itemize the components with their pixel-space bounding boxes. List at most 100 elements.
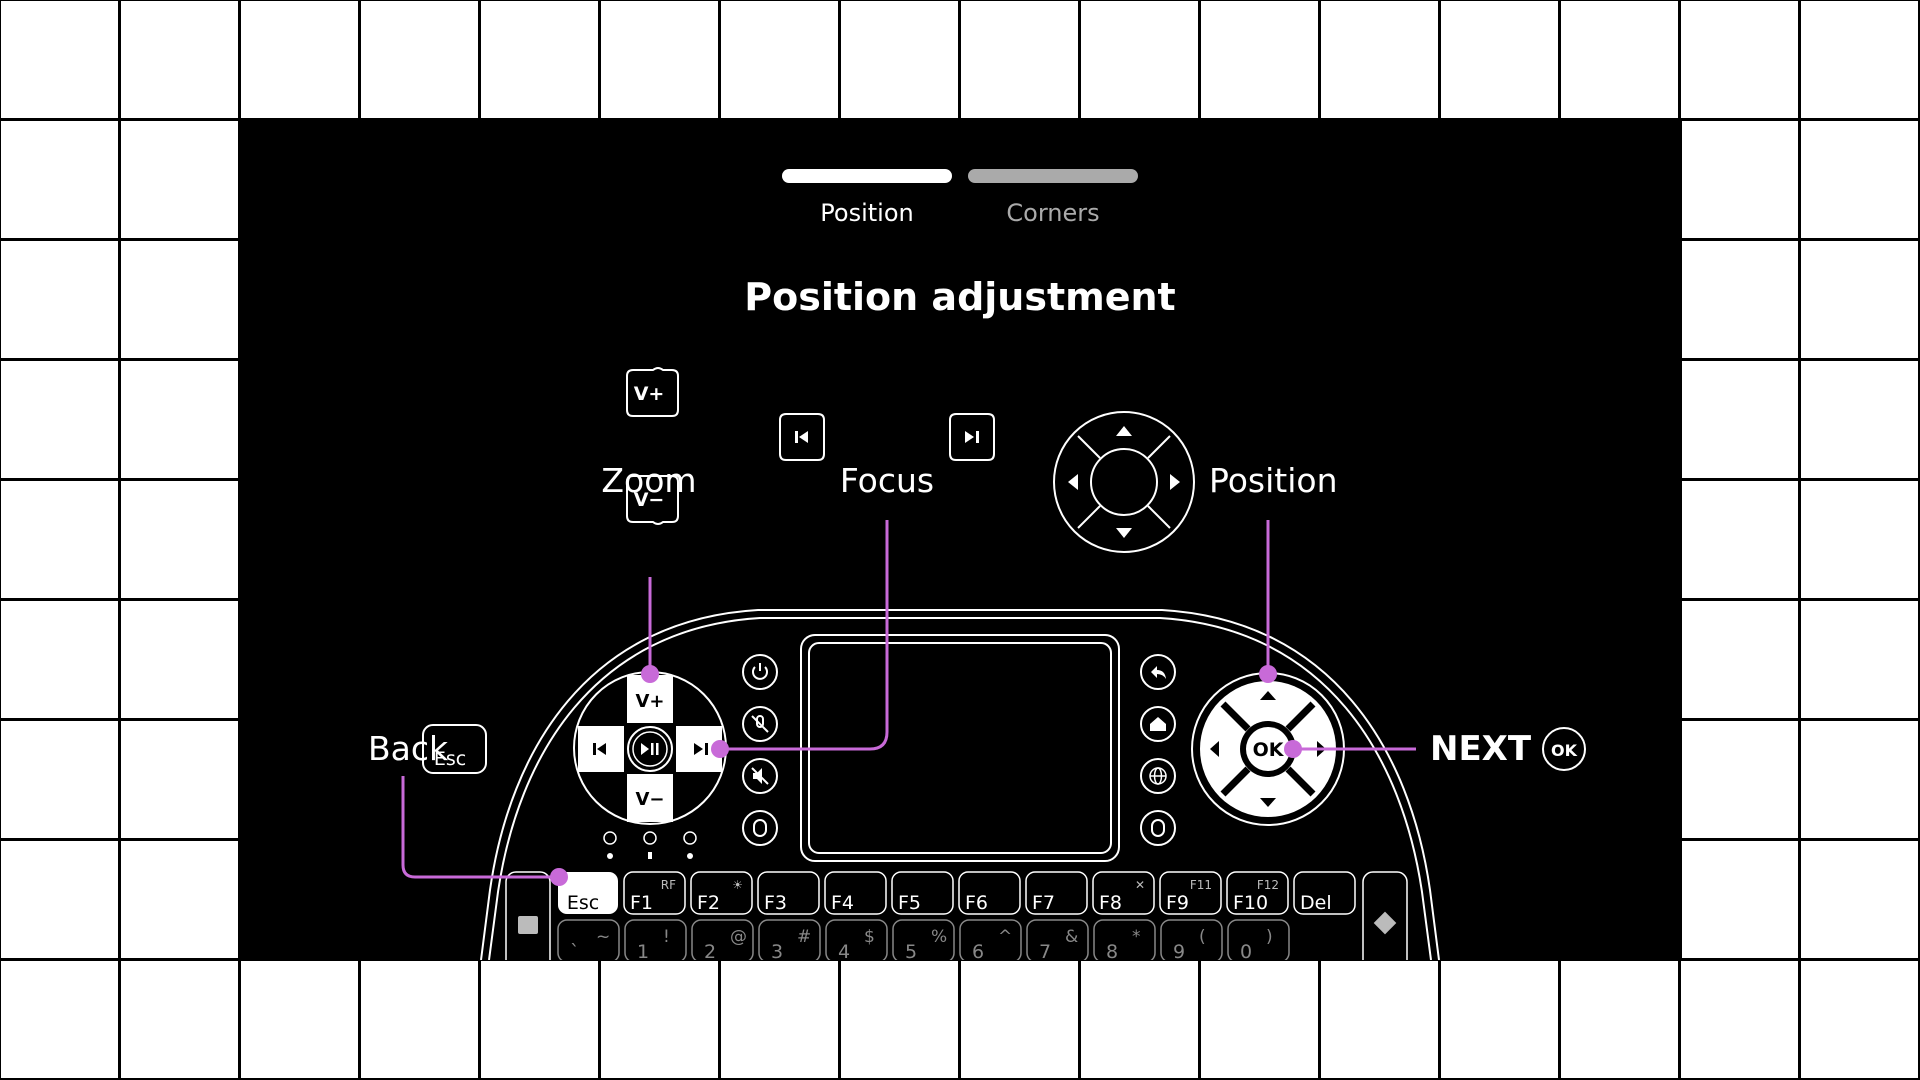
key-f9[interactable] <box>1159 871 1222 915</box>
key-f5[interactable] <box>891 871 954 915</box>
key-num-0[interactable] <box>557 919 620 960</box>
stage: Position Corners Position adjustment V+ … <box>368 169 1586 960</box>
key-num-7[interactable] <box>1026 919 1089 960</box>
key-num-10-sub-label: ) <box>1266 927 1273 947</box>
key-f4[interactable] <box>824 871 887 915</box>
back-key-label: Esc <box>434 748 466 770</box>
mute-icon <box>751 767 769 785</box>
next-label[interactable]: NEXT <box>1430 729 1532 769</box>
zoom-guide: V+ Zoom V− <box>601 367 697 525</box>
key-num-2-sub-label: @ <box>730 927 747 947</box>
key-f10-label: F10 <box>1233 892 1268 914</box>
mic-off-button[interactable] <box>742 706 778 742</box>
key-del[interactable] <box>1293 871 1356 915</box>
zoom-plus-key-label: V+ <box>634 383 665 405</box>
dpad-outline-icon <box>1053 411 1195 553</box>
position-guide: Position <box>1053 411 1338 553</box>
key-f5-label: F5 <box>898 892 921 914</box>
key-num-1-sub-label: ! <box>663 927 670 947</box>
focus-callout-line <box>720 520 889 751</box>
skip-back-icon <box>795 431 808 443</box>
key-f6[interactable] <box>958 871 1021 915</box>
key-f1-label: F1 <box>630 892 653 914</box>
key-num-10-label: 0 <box>1240 941 1252 960</box>
key-f3[interactable] <box>757 871 820 915</box>
key-num-7-label: 7 <box>1039 941 1051 960</box>
remote-vminus-label: V− <box>635 789 664 810</box>
step-bar-position[interactable] <box>782 169 952 183</box>
next-ok-key-icon[interactable] <box>1542 727 1586 771</box>
key-num-5-label: 5 <box>905 941 917 960</box>
key-num-8-label: 8 <box>1106 941 1118 960</box>
mute-button[interactable] <box>742 758 778 794</box>
step-bar-corners[interactable] <box>968 169 1138 183</box>
back-guide: Back Esc <box>368 724 487 774</box>
key-num-8[interactable] <box>1093 919 1156 960</box>
step-label-corners[interactable]: Corners <box>1006 199 1099 227</box>
key-num-10[interactable] <box>1227 919 1290 960</box>
page-title: Position adjustment <box>744 275 1175 319</box>
key-num-9[interactable] <box>1160 919 1223 960</box>
key-f7-label: F7 <box>1032 892 1055 914</box>
key-f2-label: F2 <box>697 892 720 914</box>
return-button[interactable] <box>1140 654 1176 690</box>
power-button[interactable] <box>742 654 778 690</box>
globe-icon <box>1149 767 1167 785</box>
key-num-2[interactable] <box>691 919 754 960</box>
esc-key[interactable] <box>558 872 618 914</box>
remote-right-dpad: OK <box>1191 672 1345 826</box>
key-num-4-label: 4 <box>838 941 850 960</box>
key-f8-sub-label: ✕ <box>1135 878 1145 892</box>
mouse-left-icon <box>753 819 767 837</box>
step-label-position[interactable]: Position <box>820 199 913 227</box>
key-left-spacer <box>505 871 551 960</box>
key-num-1[interactable] <box>624 919 687 960</box>
key-num-2-label: 2 <box>704 941 716 960</box>
step-indicator: Position Corners <box>782 169 1138 227</box>
key-f7[interactable] <box>1025 871 1088 915</box>
key-num-4[interactable] <box>825 919 888 960</box>
key-f10-sub-label: F12 <box>1257 878 1279 892</box>
mouse-left-button[interactable] <box>742 810 778 846</box>
esc-key-label: Esc <box>567 892 599 914</box>
back-callout-dot <box>550 868 568 886</box>
remote-vminus-key[interactable] <box>627 774 673 822</box>
callout-dots <box>550 665 1302 886</box>
zoom-minus-key-label: V− <box>634 489 665 511</box>
skip-forward-icon <box>965 431 979 443</box>
number-key-row: `~1!2@3#4$5%6^7&8*9(0) <box>557 919 1290 960</box>
key-num-3[interactable] <box>758 919 821 960</box>
key-num-0-sub-label: ~ <box>596 927 610 947</box>
key-num-9-label: 9 <box>1173 941 1185 960</box>
key-num-3-sub-label: # <box>797 927 811 947</box>
key-num-1-label: 1 <box>637 941 649 960</box>
power-icon <box>752 663 768 680</box>
mouse-right-button[interactable] <box>1140 810 1176 846</box>
key-num-5-sub-label: % <box>931 927 947 947</box>
key-num-4-sub-label: $ <box>864 927 875 947</box>
remote-play-pause-key[interactable] <box>627 726 673 772</box>
position-callout-dot <box>1259 665 1277 683</box>
key-f1[interactable] <box>623 871 686 915</box>
key-f2[interactable] <box>690 871 753 915</box>
key-f10[interactable] <box>1226 871 1289 915</box>
position-label: Position <box>1209 461 1338 500</box>
key-f3-label: F3 <box>764 892 787 914</box>
next-guide[interactable]: NEXT OK <box>1430 727 1586 771</box>
zoom-callout-dot <box>641 665 659 683</box>
key-num-6[interactable] <box>959 919 1022 960</box>
key-f9-sub-label: F11 <box>1190 878 1212 892</box>
key-f8[interactable] <box>1092 871 1155 915</box>
home-button[interactable] <box>1140 706 1176 742</box>
globe-button[interactable] <box>1140 758 1176 794</box>
key-f4-label: F4 <box>831 892 854 914</box>
remote-illustration: V+ V− <box>480 609 1440 960</box>
remote-left-dpad: V+ V− <box>573 671 727 825</box>
remote-outline <box>480 609 1440 960</box>
key-num-5[interactable] <box>892 919 955 960</box>
zoom-plus-key-icon <box>626 367 679 417</box>
key-num-6-sub-label: ^ <box>998 927 1012 947</box>
focus-guide: Focus <box>779 413 995 500</box>
back-key-icon <box>422 724 487 774</box>
